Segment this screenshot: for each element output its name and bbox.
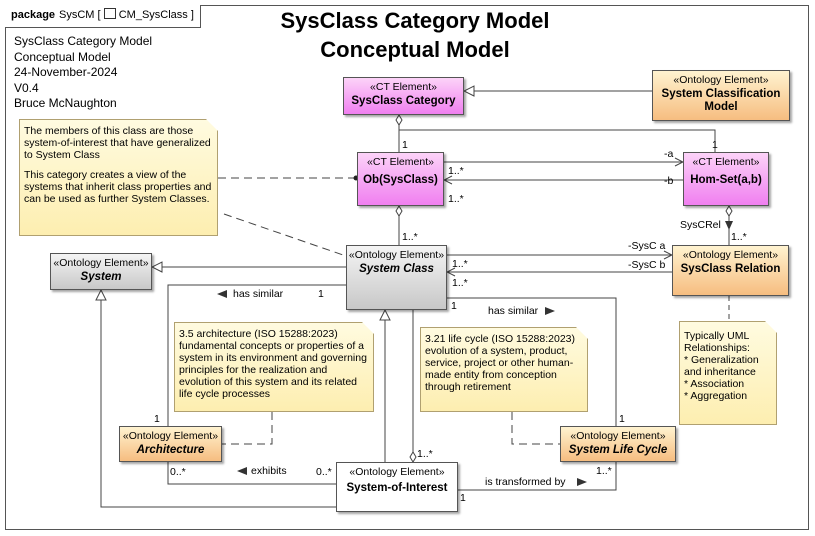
multiplicity-label: 1..* bbox=[448, 165, 464, 177]
note-text: * Aggregation bbox=[684, 390, 748, 402]
class-architecture[interactable]: «Ontology Element» Architecture bbox=[119, 426, 222, 462]
note-members[interactable]: The members of this class are those syst… bbox=[19, 119, 218, 236]
anchor-arch-note bbox=[222, 412, 273, 445]
stereotype-label: «CT Element» bbox=[692, 156, 760, 168]
multiplicity-label: 1..* bbox=[596, 465, 612, 477]
diagram-info: SysClass Category Model Conceptual Model… bbox=[14, 34, 152, 112]
multiplicity-label: 1..* bbox=[731, 231, 747, 243]
class-name: System Classification Model bbox=[661, 88, 781, 113]
title-line-1: SysClass Category Model bbox=[280, 8, 550, 33]
assoc-similar-slc bbox=[447, 297, 617, 426]
note-text: * Generalization and inheritance bbox=[684, 354, 759, 378]
diagram-icon bbox=[103, 8, 116, 19]
class-ob-sysclass[interactable]: «CT Element» Ob(SysClass) bbox=[357, 152, 444, 206]
class-system-class[interactable]: «Ontology Element» System Class bbox=[346, 245, 447, 310]
multiplicity-label: 1 bbox=[460, 492, 466, 504]
note-text: This category creates a view of the syst… bbox=[24, 169, 212, 205]
assoc-transformed bbox=[458, 462, 617, 491]
stereotype-label: «Ontology Element» bbox=[673, 74, 769, 86]
info-line: SysClass Category Model bbox=[14, 34, 153, 48]
anchor-lc-note bbox=[511, 412, 560, 445]
class-system[interactable]: «Ontology Element» System bbox=[50, 253, 152, 290]
association-label: has similar bbox=[233, 288, 284, 300]
info-line: Bruce McNaughton bbox=[14, 96, 117, 110]
stereotype-label: «CT Element» bbox=[370, 81, 437, 93]
multiplicity-label: 1 bbox=[451, 300, 457, 312]
class-sysclass-relation[interactable]: «Ontology Element» SysClass Relation bbox=[672, 245, 789, 296]
multiplicity-label: 1 bbox=[154, 413, 160, 425]
direction-arrow-icon bbox=[237, 467, 247, 475]
multiplicity-label: 1..* bbox=[452, 258, 468, 270]
diagram-frame bbox=[5, 5, 809, 530]
multiplicity-label: 1 bbox=[318, 288, 324, 300]
info-line: 24-November-2024 bbox=[14, 65, 118, 79]
class-name: Ob(SysClass) bbox=[363, 174, 438, 186]
class-sysclass-category[interactable]: «CT Element» SysClass Category bbox=[343, 77, 464, 115]
class-name: System Life Cycle bbox=[568, 444, 668, 456]
multiplicity-label: 1 bbox=[619, 413, 625, 425]
agg-category-hom bbox=[399, 129, 716, 152]
package-name: SysCM bbox=[59, 9, 95, 21]
multiplicity-label: 1 bbox=[712, 139, 718, 151]
role-label: -SysC b bbox=[628, 259, 666, 271]
class-name: Hom-Set(a,b) bbox=[690, 174, 762, 186]
class-system-classification-model[interactable]: «Ontology Element» System Classification… bbox=[652, 70, 790, 121]
class-system-of-interest[interactable]: «Ontology Element» System-of-Interest bbox=[336, 462, 458, 512]
info-line: Conceptual Model bbox=[14, 49, 111, 64]
direction-arrow-icon bbox=[217, 290, 227, 298]
association-label: SysCRel bbox=[680, 219, 721, 231]
class-name: SysClass Category bbox=[351, 95, 456, 107]
assoc-exhibits bbox=[167, 462, 336, 485]
class-hom-set[interactable]: «CT Element» Hom-Set(a,b) bbox=[683, 152, 769, 206]
diagram-name: CM_SysClass bbox=[118, 9, 188, 21]
gen-soi-system bbox=[101, 290, 336, 508]
multiplicity-label: 0..* bbox=[170, 466, 186, 478]
note-architecture[interactable]: 3.5 architecture (ISO 15288:2023) fundam… bbox=[174, 322, 374, 412]
note-life-cycle[interactable]: 3.21 life cycle (ISO 15288:2023) evoluti… bbox=[420, 327, 588, 412]
note-uml-relationships[interactable]: Typically UML Relationships: * Generaliz… bbox=[679, 321, 777, 425]
diagram-title: SysClass Category Model Conceptual Model bbox=[200, 6, 630, 64]
class-name: SysClass Relation bbox=[680, 263, 781, 275]
direction-arrow-icon bbox=[545, 307, 555, 315]
assoc-similar-arch bbox=[167, 284, 346, 426]
note-text: 3.21 life cycle (ISO 15288:2023) evoluti… bbox=[425, 333, 576, 393]
stereotype-label: «Ontology Element» bbox=[53, 257, 149, 269]
stereotype-label: «Ontology Element» bbox=[682, 249, 779, 261]
package-keyword: package bbox=[11, 9, 56, 21]
stereotype-label: «Ontology Element» bbox=[348, 249, 445, 261]
association-label: is transformed by bbox=[485, 476, 566, 488]
anchor-members-sc bbox=[223, 213, 347, 257]
multiplicity-label: 1..* bbox=[402, 231, 418, 243]
stereotype-label: «Ontology Element» bbox=[349, 466, 445, 478]
multiplicity-label: 1..* bbox=[448, 193, 464, 205]
note-text: * Association bbox=[684, 378, 745, 390]
association-label: has similar bbox=[488, 305, 539, 317]
note-text: Typically UML Relationships: bbox=[684, 330, 750, 354]
class-name: System Class bbox=[359, 263, 434, 275]
stereotype-label: «Ontology Element» bbox=[570, 430, 666, 442]
role-label: -b bbox=[664, 175, 674, 187]
class-name: System-of-Interest bbox=[346, 482, 448, 494]
stereotype-label: «CT Element» bbox=[367, 156, 434, 168]
class-system-life-cycle[interactable]: «Ontology Element» System Life Cycle bbox=[560, 426, 676, 462]
direction-arrow-icon bbox=[725, 221, 733, 230]
stereotype-label: «Ontology Element» bbox=[122, 430, 219, 442]
info-line: V0.4 bbox=[14, 80, 39, 95]
role-label: -SysC a bbox=[628, 240, 666, 252]
class-name: Architecture bbox=[136, 444, 205, 456]
association-label: exhibits bbox=[251, 465, 287, 477]
title-line-2: Conceptual Model bbox=[320, 37, 510, 62]
class-name: System bbox=[80, 271, 122, 283]
multiplicity-label: 0..* bbox=[316, 466, 332, 478]
direction-arrow-icon bbox=[577, 478, 587, 486]
role-label: -a bbox=[664, 148, 674, 160]
note-text: 3.5 architecture (ISO 15288:2023) fundam… bbox=[179, 328, 367, 400]
multiplicity-label: 1 bbox=[402, 139, 408, 151]
note-text: The members of this class are those syst… bbox=[24, 125, 211, 161]
multiplicity-label: 1..* bbox=[417, 448, 433, 460]
multiplicity-label: 1..* bbox=[452, 277, 468, 289]
